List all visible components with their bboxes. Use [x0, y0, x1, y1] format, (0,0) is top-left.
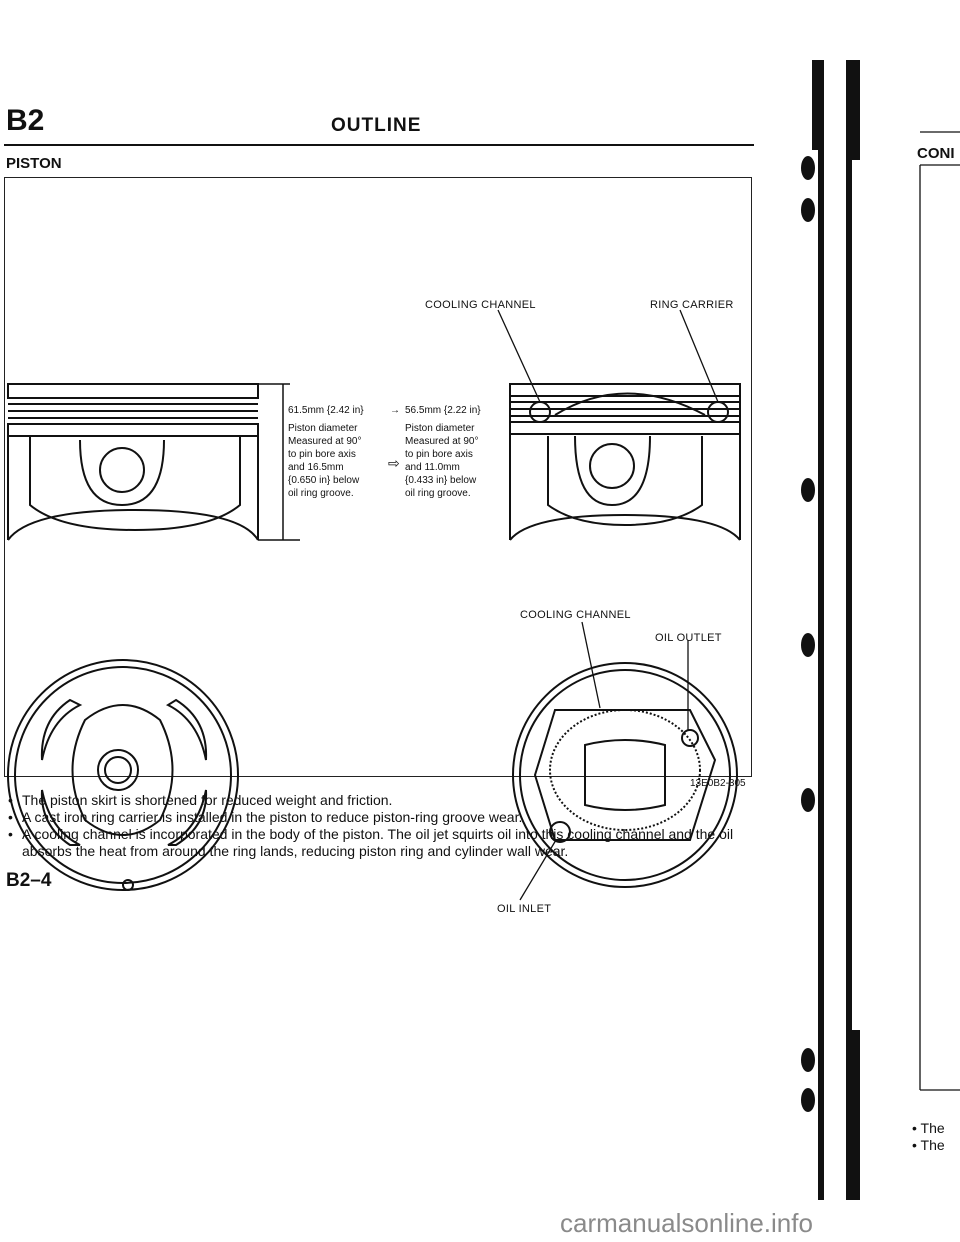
spec-right-line: and 11.0mm: [405, 462, 460, 473]
list-item: A cooling channel is incorporated in the…: [8, 826, 768, 860]
spec-left: 61.5mm {2.42 in} Piston diameter Measure…: [288, 404, 364, 500]
spec-arrow-top: →: [390, 405, 400, 416]
list-item: A cast iron ring carrier is installed in…: [8, 809, 768, 826]
spec-right: 56.5mm {2.22 in} Piston diameter Measure…: [405, 404, 481, 500]
header-rule: [4, 144, 754, 146]
figure-frame: [4, 177, 752, 777]
spec-left-line: to pin bore axis: [288, 449, 356, 460]
spec-left-line: Measured at 90°: [288, 436, 362, 447]
spec-left-line: 61.5mm {2.42 in}: [288, 405, 364, 416]
old-piston-side-view: [7, 383, 300, 541]
watermark: carmanualsonline.info: [560, 1208, 813, 1238]
side-page-bullet: • The: [912, 1137, 945, 1153]
label-ring-carrier: RING CARRIER: [650, 299, 734, 311]
spec-arrow-mid: ⇨: [388, 455, 400, 471]
spec-right-line: to pin bore axis: [405, 449, 473, 460]
section-title: PISTON: [6, 155, 62, 172]
side-page-frame: [919, 131, 960, 1091]
side-page-heading: CONI: [917, 145, 955, 162]
spec-left-line: oil ring groove.: [288, 488, 354, 499]
spec-right-line: 56.5mm {2.22 in}: [405, 405, 481, 416]
binding-spine: [801, 60, 860, 1200]
spec-right-line: {0.433 in} below: [405, 475, 477, 486]
spec-left-line: and 16.5mm: [288, 462, 344, 473]
label-cooling-channel-bottom: COOLING CHANNEL: [520, 609, 631, 621]
figure-id: 13E0B2-305: [690, 778, 746, 789]
label-oil-inlet: OIL INLET: [497, 903, 552, 915]
side-bullet-text: The: [920, 1137, 945, 1153]
list-item: The piston skirt is shortened for reduce…: [8, 792, 768, 809]
page-number: B2–4: [6, 870, 52, 891]
feature-list: The piston skirt is shortened for reduce…: [8, 792, 768, 860]
spec-right-line: oil ring groove.: [405, 488, 471, 499]
chapter-code: B2: [6, 104, 45, 137]
side-bullet-text: The: [920, 1120, 945, 1136]
side-page-bullet: • The: [912, 1120, 945, 1136]
spec-left-line: Piston diameter: [288, 423, 358, 434]
label-cooling-channel: COOLING CHANNEL: [425, 299, 536, 311]
page-title: OUTLINE: [331, 115, 422, 136]
label-oil-outlet: OIL OUTLET: [655, 632, 722, 644]
spec-right-line: Piston diameter: [405, 423, 475, 434]
spec-right-line: Measured at 90°: [405, 436, 479, 447]
spec-left-line: {0.650 in} below: [288, 475, 360, 486]
new-piston-side-view: [509, 383, 741, 541]
